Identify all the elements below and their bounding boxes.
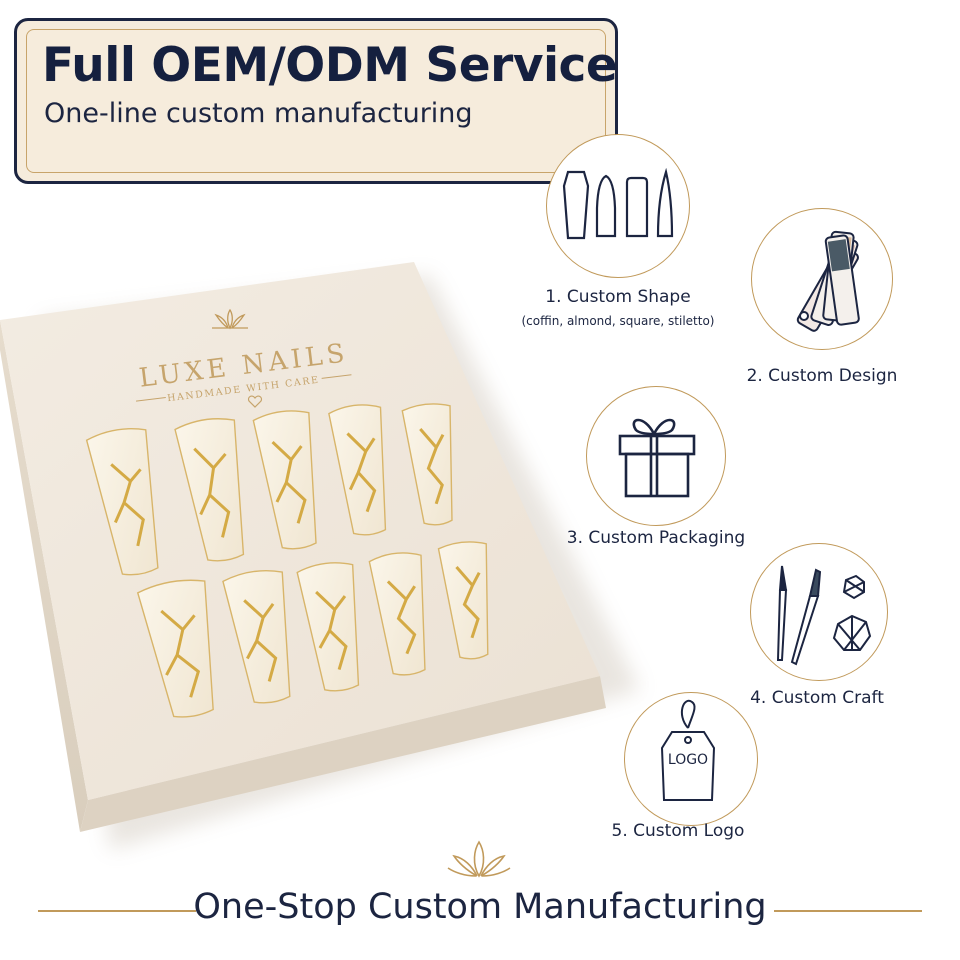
lotus-icon [212,308,248,330]
nail [136,579,214,718]
nail [368,552,426,676]
feature-shape-circle [546,134,690,278]
logo-tag-text: LOGO [667,752,709,768]
color-swatches-icon [796,230,860,332]
footer-lotus-icon [447,840,511,878]
nail [437,541,489,660]
box-front-side [80,676,606,832]
gift-box-icon [618,418,696,498]
feature-craft-label: 4. Custom Craft [750,688,884,708]
nail [401,403,453,526]
box-left-side [0,320,88,832]
nail [252,410,317,550]
page-subtitle: One-line custom manufacturing [44,98,473,129]
nail [222,569,291,704]
heart-icon [247,395,263,408]
footer-tagline: One-Stop Custom Manufacturing [193,887,767,927]
nail [328,404,387,536]
feature-shape-label: 1. Custom Shape [545,287,691,307]
nail [296,562,360,692]
header-card [14,18,618,184]
feature-design-label: 2. Custom Design [746,366,898,386]
nail [85,428,159,576]
footer-divider-left [38,910,196,912]
nail-shapes-icon [562,168,674,240]
brushes-gems-icon [776,565,872,666]
nail-set [85,403,489,718]
page-title: Full OEM/ODM Service [42,38,618,93]
feature-shape-note: (coffin, almond, square, stiletto) [521,314,715,328]
logo-tag-icon [660,699,716,801]
feature-craft-circle [750,543,888,681]
feature-packaging-label: 3. Custom Packaging [566,528,746,548]
nail [174,418,245,562]
header-inner-border [26,29,606,173]
footer-divider-right [774,910,922,912]
feature-logo-label: 5. Custom Logo [611,821,745,841]
